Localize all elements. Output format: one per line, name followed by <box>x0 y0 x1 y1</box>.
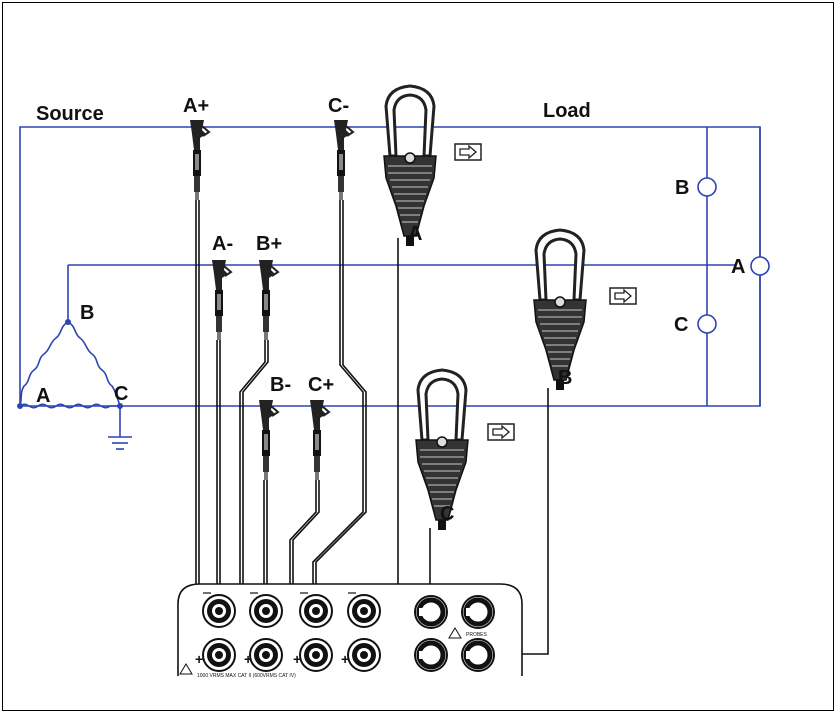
instrument-rating-text: 1000 VRMS MAX CAT II (600VRMS CAT IV) <box>197 673 296 679</box>
direction-arrow-icon <box>609 287 637 305</box>
source-label-a: A <box>36 385 50 407</box>
bus-lines <box>19 126 761 437</box>
voltage-probe-a-plus <box>189 119 210 201</box>
load-label: Load <box>543 100 591 122</box>
probe-label-b-minus: B- <box>270 374 291 396</box>
wire-c-minus <box>312 200 367 598</box>
direction-arrow-icon <box>487 423 515 441</box>
load-coil-b <box>697 177 717 197</box>
jack-plus-1: + <box>195 651 203 667</box>
probes-text: PROBES <box>466 632 488 638</box>
probe-label-a-plus: A+ <box>183 95 209 117</box>
source-delta-winding <box>19 321 121 409</box>
wire-a-minus <box>216 340 221 598</box>
load-label-a: A <box>731 256 745 278</box>
voltage-probe-b-minus <box>258 399 279 481</box>
clamp-label-a: A <box>408 223 422 245</box>
current-clamp-b <box>532 228 588 392</box>
voltage-probe-c-minus <box>333 119 354 201</box>
voltage-probe-a-minus <box>211 259 232 341</box>
direction-arrow-icon <box>454 143 482 161</box>
probe-label-c-plus: C+ <box>308 374 334 396</box>
load-coil-a <box>750 256 770 276</box>
jack-plus-2: + <box>244 651 252 667</box>
source-label-b: B <box>80 302 94 324</box>
source-label: Source <box>36 103 104 125</box>
clamp-label-b: B <box>558 367 572 389</box>
voltage-probe-c-plus <box>309 399 330 481</box>
jack-plus-3: + <box>293 651 301 667</box>
warning-icon <box>179 663 193 675</box>
source-label-c: C <box>114 383 128 405</box>
probe-label-c-minus: C- <box>328 95 349 117</box>
current-clamp-a <box>382 84 438 248</box>
source-nodes <box>17 319 123 409</box>
wire-b-plus <box>239 340 269 655</box>
load-label-c: C <box>674 314 688 336</box>
probe-label-b-plus: B+ <box>256 233 282 255</box>
jack-plus-4: + <box>341 651 349 667</box>
load-coil-c <box>697 314 717 334</box>
warning-icon <box>448 627 462 639</box>
ground-icon <box>108 436 132 450</box>
clamp-label-c: C <box>440 503 454 525</box>
voltage-probe-b-plus <box>258 259 279 341</box>
load-label-b: B <box>675 177 689 199</box>
probe-label-a-minus: A- <box>212 233 233 255</box>
instrument-panel <box>177 583 523 676</box>
wire-a-plus <box>195 200 200 590</box>
wire-b-minus <box>263 480 268 598</box>
